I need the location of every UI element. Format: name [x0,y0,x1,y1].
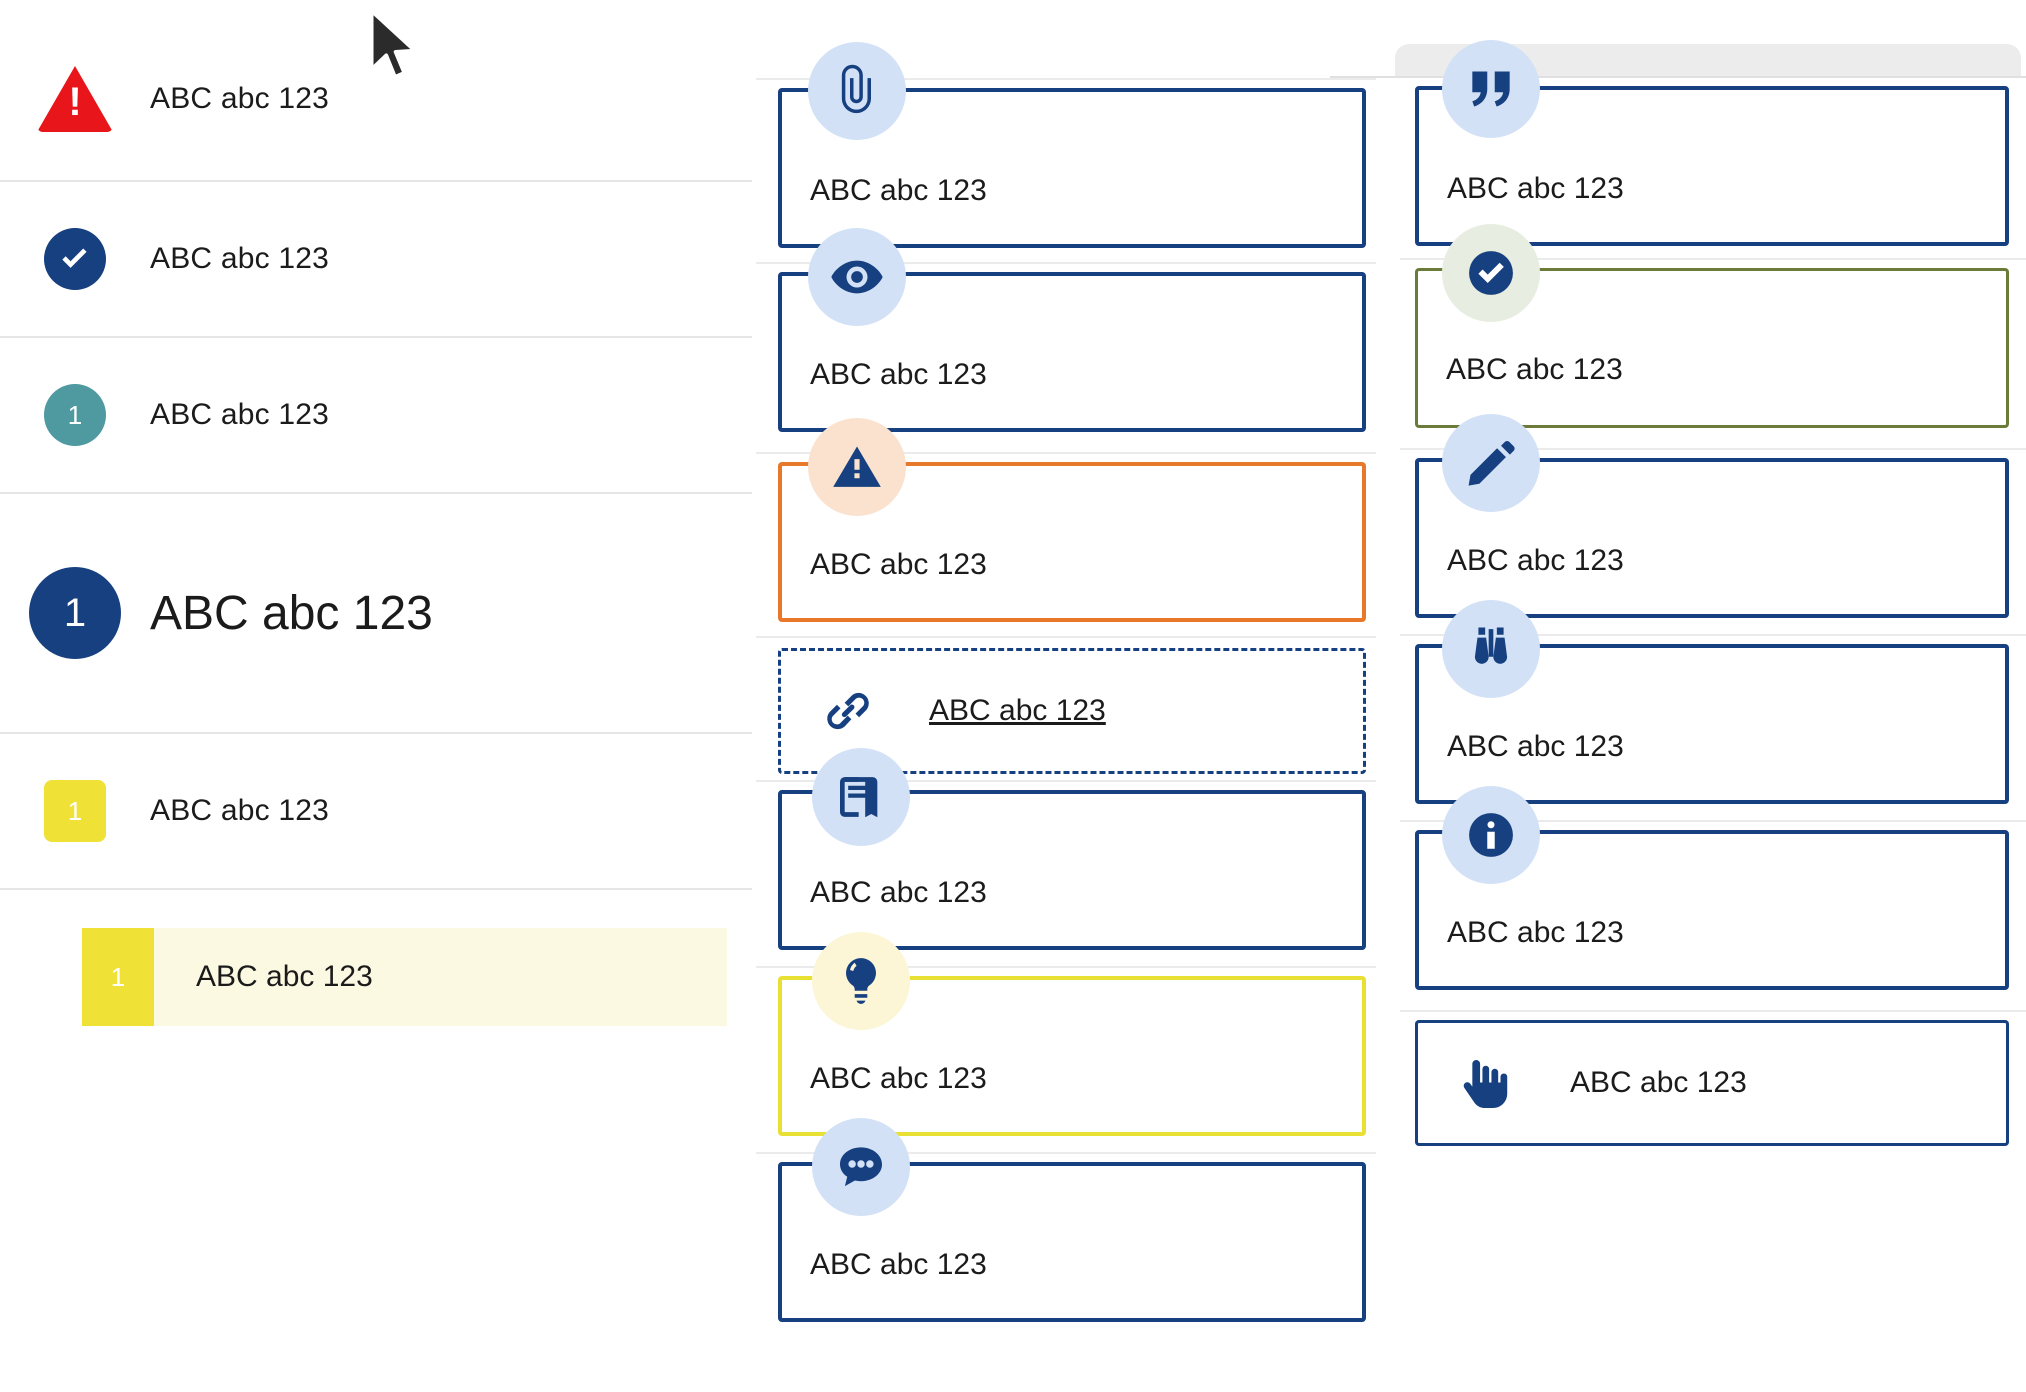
card-link-label[interactable]: ABC abc 123 [929,694,1106,727]
list-item-label: ABC abc 123 [196,960,373,993]
card-action[interactable]: ABC abc 123 [1415,1020,2009,1146]
list-item[interactable]: ABC abc 123 [0,182,752,338]
card-label: ABC abc 123 [810,1062,987,1095]
list-item-label: ABC abc 123 [150,586,433,640]
separator [1400,258,2026,260]
separator [1330,76,2026,78]
card-label: ABC abc 123 [1570,1066,1747,1099]
comment-bubble-icon [812,1118,910,1216]
warning-triangle-icon [808,418,906,516]
card-label: ABC abc 123 [1447,730,1624,763]
warning-triangle-icon [0,66,150,132]
left-status-list: ABC abc 123 ABC abc 123 1 ABC abc 123 1 … [0,0,752,1392]
card-label: ABC abc 123 [810,358,987,391]
card-label: ABC abc 123 [1447,544,1624,577]
check-circle-icon [0,228,150,290]
separator [756,780,1376,782]
separator [1400,448,2026,450]
list-item-label: ABC abc 123 [150,82,329,115]
separator [756,1152,1376,1154]
separator [1400,1010,2026,1012]
list-item[interactable]: ABC abc 123 [0,18,752,182]
badge-number: 1 [29,567,121,659]
binoculars-icon [1442,600,1540,698]
list-item[interactable]: 1 ABC abc 123 [0,338,752,494]
card-label: ABC abc 123 [1446,353,1623,386]
separator [756,452,1376,454]
list-item-label: ABC abc 123 [150,794,329,827]
link-chain-icon [817,680,879,742]
book-icon [812,748,910,846]
separator [1400,634,2026,636]
separator [756,636,1376,638]
list-item-label: ABC abc 123 [150,242,329,275]
badge-number: 1 [44,384,106,446]
pencil-icon [1442,414,1540,512]
list-item[interactable]: 1 ABC abc 123 [0,734,752,890]
number-circle-navy-large-icon: 1 [0,567,150,659]
number-square-yellow-icon: 1 [0,780,150,842]
list-item[interactable]: 1 ABC abc 123 [0,494,752,734]
card-label: ABC abc 123 [810,876,987,909]
card-label: ABC abc 123 [810,174,987,207]
separator [756,262,1376,264]
info-circle-icon [1442,786,1540,884]
card-label: ABC abc 123 [1447,916,1624,949]
quote-icon [1442,40,1540,138]
list-item-label: ABC abc 123 [150,398,329,431]
card-edit[interactable]: ABC abc 123 [1415,458,2009,618]
card-label: ABC abc 123 [1447,172,1624,205]
eye-icon [808,228,906,326]
separator [756,78,1376,80]
number-circle-teal-icon: 1 [0,384,150,446]
check-circle-icon [1442,224,1540,322]
separator [1400,820,2026,822]
separator [756,966,1376,968]
card-label: ABC abc 123 [810,548,987,581]
card-explore[interactable]: ABC abc 123 [1415,644,2009,804]
lightbulb-icon [812,932,910,1030]
badge-number: 1 [44,780,106,842]
card-label: ABC abc 123 [810,1248,987,1281]
paperclip-icon [808,42,906,140]
list-item-selected[interactable]: 1 ABC abc 123 [82,928,727,1026]
badge-number: 1 [82,928,154,1026]
pointing-hand-icon [1454,1052,1516,1114]
